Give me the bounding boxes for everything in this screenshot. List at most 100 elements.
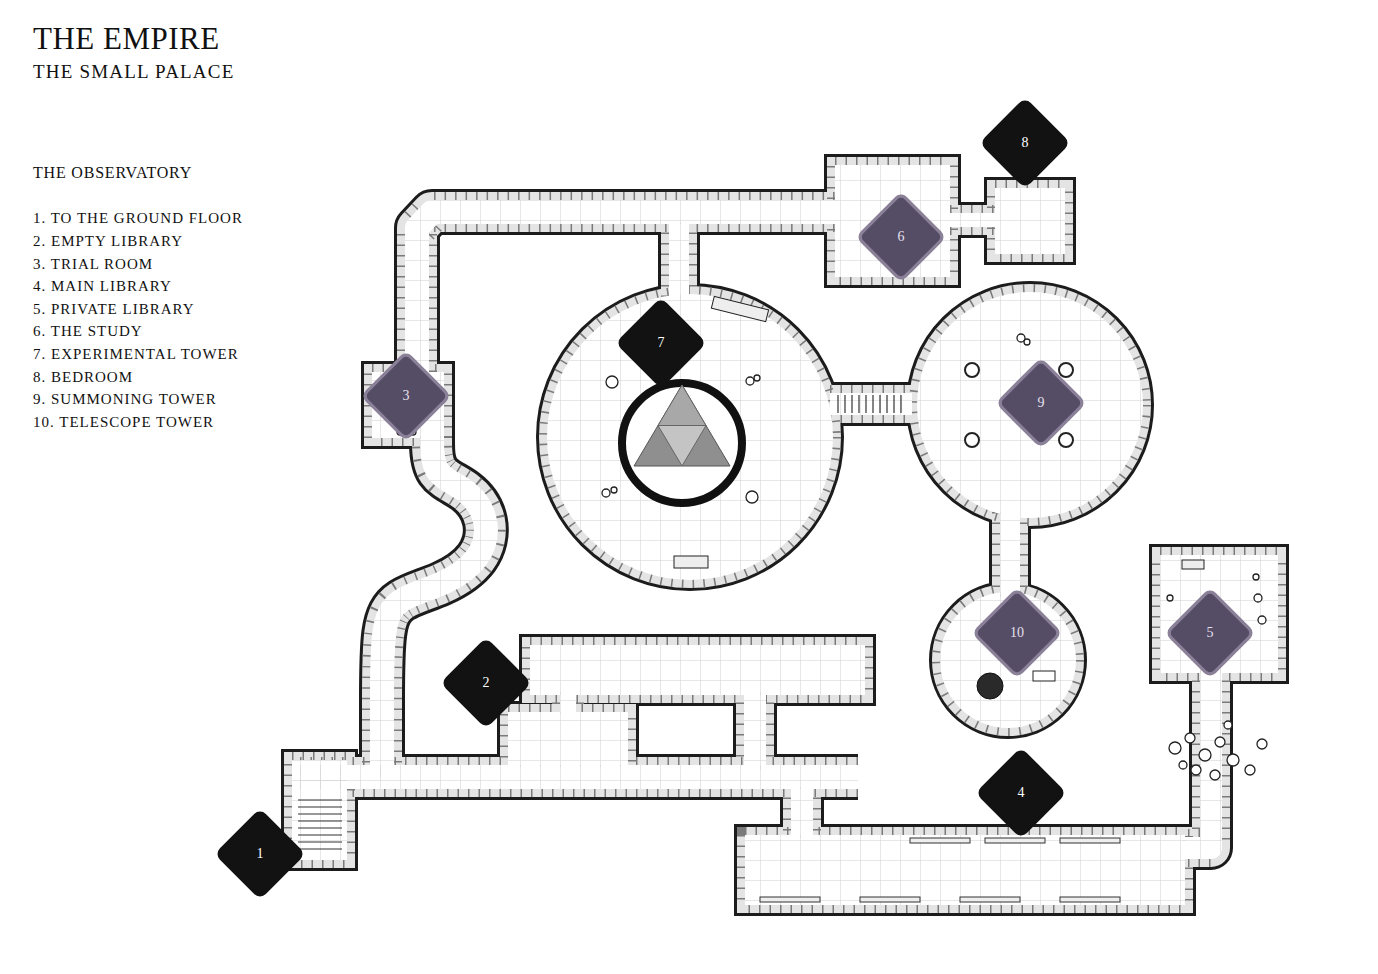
stair-step <box>298 820 342 821</box>
floor <box>830 393 912 415</box>
wall-stone <box>382 436 486 778</box>
stair-step <box>886 395 887 413</box>
wall-joint <box>745 835 1185 905</box>
callout-diamond: 2 <box>442 639 530 727</box>
stair-step <box>298 834 342 835</box>
floor <box>917 292 1143 518</box>
stair-step <box>865 395 866 413</box>
legend-item: 9. SUMMONING TOWER <box>33 391 217 408</box>
floor <box>292 165 1278 905</box>
wall-joint <box>530 645 865 695</box>
diamond-fill <box>977 749 1064 836</box>
decorations <box>298 296 1267 902</box>
triangle-symbol <box>658 426 706 467</box>
diamond-fill <box>362 352 449 439</box>
legend-item: 7. EXPERIMENTAL TOWER <box>33 346 239 363</box>
floor <box>1183 670 1211 848</box>
diamond-fill <box>981 99 1068 186</box>
wall-joint <box>736 692 774 770</box>
wall-joint <box>292 165 1278 905</box>
triangle-symbol <box>634 385 730 466</box>
map-title: THE EMPIRE <box>33 22 220 56</box>
floor <box>745 835 1185 905</box>
callout-diamond: 3 <box>362 352 450 440</box>
wall-outline <box>549 692 587 714</box>
callout-number: 1 <box>216 810 304 898</box>
bookshelf <box>1060 897 1120 902</box>
floor <box>547 294 833 580</box>
floor <box>791 787 813 838</box>
rubble <box>1179 761 1187 769</box>
bench <box>711 296 768 321</box>
legend-item: 3. TRIAL ROOM <box>33 256 153 273</box>
rubble <box>1215 737 1225 747</box>
legend-item: 2. EMPTY LIBRARY <box>33 233 183 250</box>
wall-outline <box>733 692 777 770</box>
stair-step <box>893 395 894 413</box>
rubble <box>754 375 760 381</box>
floor <box>508 712 628 767</box>
rubble <box>1167 595 1173 601</box>
diamond-fill <box>973 589 1060 676</box>
floor <box>669 222 689 300</box>
pillar <box>965 363 979 377</box>
wall-joint <box>508 712 628 767</box>
wall-outline <box>830 382 912 426</box>
legend-item: 8. BEDROOM <box>33 369 133 386</box>
bookshelf <box>985 838 1045 843</box>
wall-joint <box>547 294 833 580</box>
floor <box>1000 512 1020 597</box>
bookshelf <box>910 838 970 843</box>
wall-joint <box>830 385 912 423</box>
wall-outline <box>780 787 824 838</box>
floor <box>1000 512 1020 597</box>
chest <box>674 556 708 568</box>
wall-outline <box>547 294 833 580</box>
floor <box>530 645 865 695</box>
floor <box>745 835 1185 905</box>
wall-joint <box>1183 670 1211 848</box>
rubble <box>1169 742 1181 754</box>
stair-step <box>837 395 838 413</box>
floor <box>292 165 1278 905</box>
pillar <box>965 433 979 447</box>
wall-joint <box>661 222 697 300</box>
wall-stone <box>547 294 833 580</box>
wall-joint <box>783 787 821 838</box>
bookshelf <box>1060 838 1120 843</box>
wall-outline <box>292 165 1278 905</box>
rubble <box>1227 754 1239 766</box>
diamond-fill <box>617 299 704 386</box>
triangle-symbol <box>658 385 706 426</box>
callout-diamond: 1 <box>216 810 304 898</box>
wall-joint <box>950 205 995 235</box>
rubble <box>1199 749 1211 761</box>
callout-number: 7 <box>617 299 705 387</box>
wall-joint <box>382 436 486 778</box>
wall-stone <box>950 205 995 235</box>
diamond-fill <box>216 810 303 897</box>
floor <box>791 787 813 838</box>
stair-step <box>851 395 852 413</box>
pillar <box>1059 433 1073 447</box>
wall-outline <box>917 292 1143 518</box>
rubble <box>1257 739 1267 749</box>
rubble <box>1245 765 1255 775</box>
floor <box>530 645 865 695</box>
callout-number: 5 <box>1166 589 1254 677</box>
wall-outline <box>530 645 865 695</box>
diamond-fill <box>997 359 1084 446</box>
wall-stone <box>830 385 912 423</box>
floor <box>917 292 1143 518</box>
bookshelf <box>960 897 1020 902</box>
legend-item: 6. THE STUDY <box>33 323 143 340</box>
wall-stone <box>745 835 1185 905</box>
floor <box>560 692 576 714</box>
floor <box>1183 670 1211 848</box>
legend-item: 5. PRIVATE LIBRARY <box>33 301 195 318</box>
callout-number: 8 <box>981 99 1069 187</box>
wall-outline <box>1183 670 1211 848</box>
map-subtitle: THE SMALL PALACE <box>33 62 234 83</box>
rubble <box>1253 574 1259 580</box>
